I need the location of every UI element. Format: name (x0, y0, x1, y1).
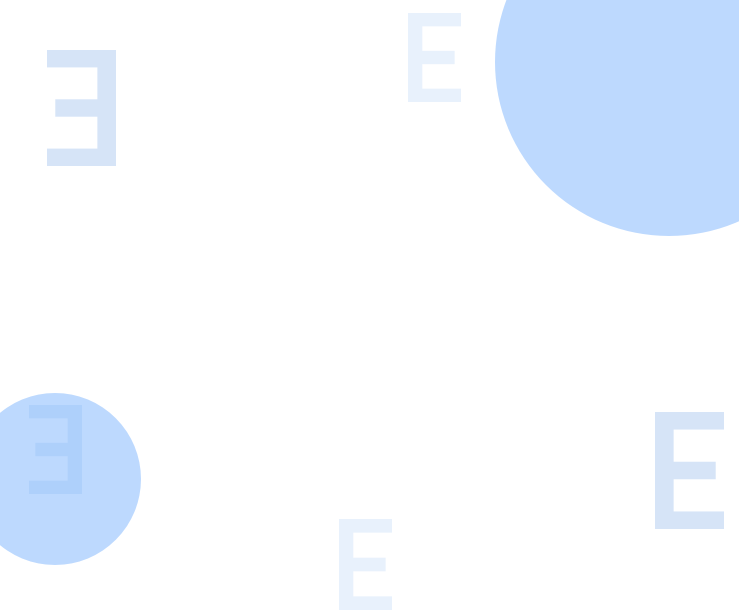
e-middle-bar (408, 50, 455, 65)
glyph-e-4 (655, 412, 724, 529)
e-bottom-bar (47, 148, 116, 166)
e-bottom-bar (655, 511, 724, 529)
e-middle-bar (55, 99, 116, 117)
e-middle-bar (655, 461, 716, 480)
glyph-e-2 (408, 13, 461, 102)
e-bottom-bar (29, 480, 82, 494)
e-bottom-bar (408, 88, 461, 102)
e-top-bar (29, 405, 82, 419)
glyph-e-1 (47, 50, 116, 166)
e-top-bar (408, 13, 461, 27)
e-middle-bar (35, 442, 82, 457)
glyph-e-3 (29, 405, 82, 494)
e-top-bar (339, 519, 392, 533)
e-middle-bar (339, 557, 386, 572)
large-circle-decoration (495, 0, 739, 236)
e-top-bar (47, 50, 116, 68)
glyph-e-5 (339, 519, 392, 610)
e-top-bar (655, 412, 724, 430)
e-bottom-bar (339, 596, 392, 610)
